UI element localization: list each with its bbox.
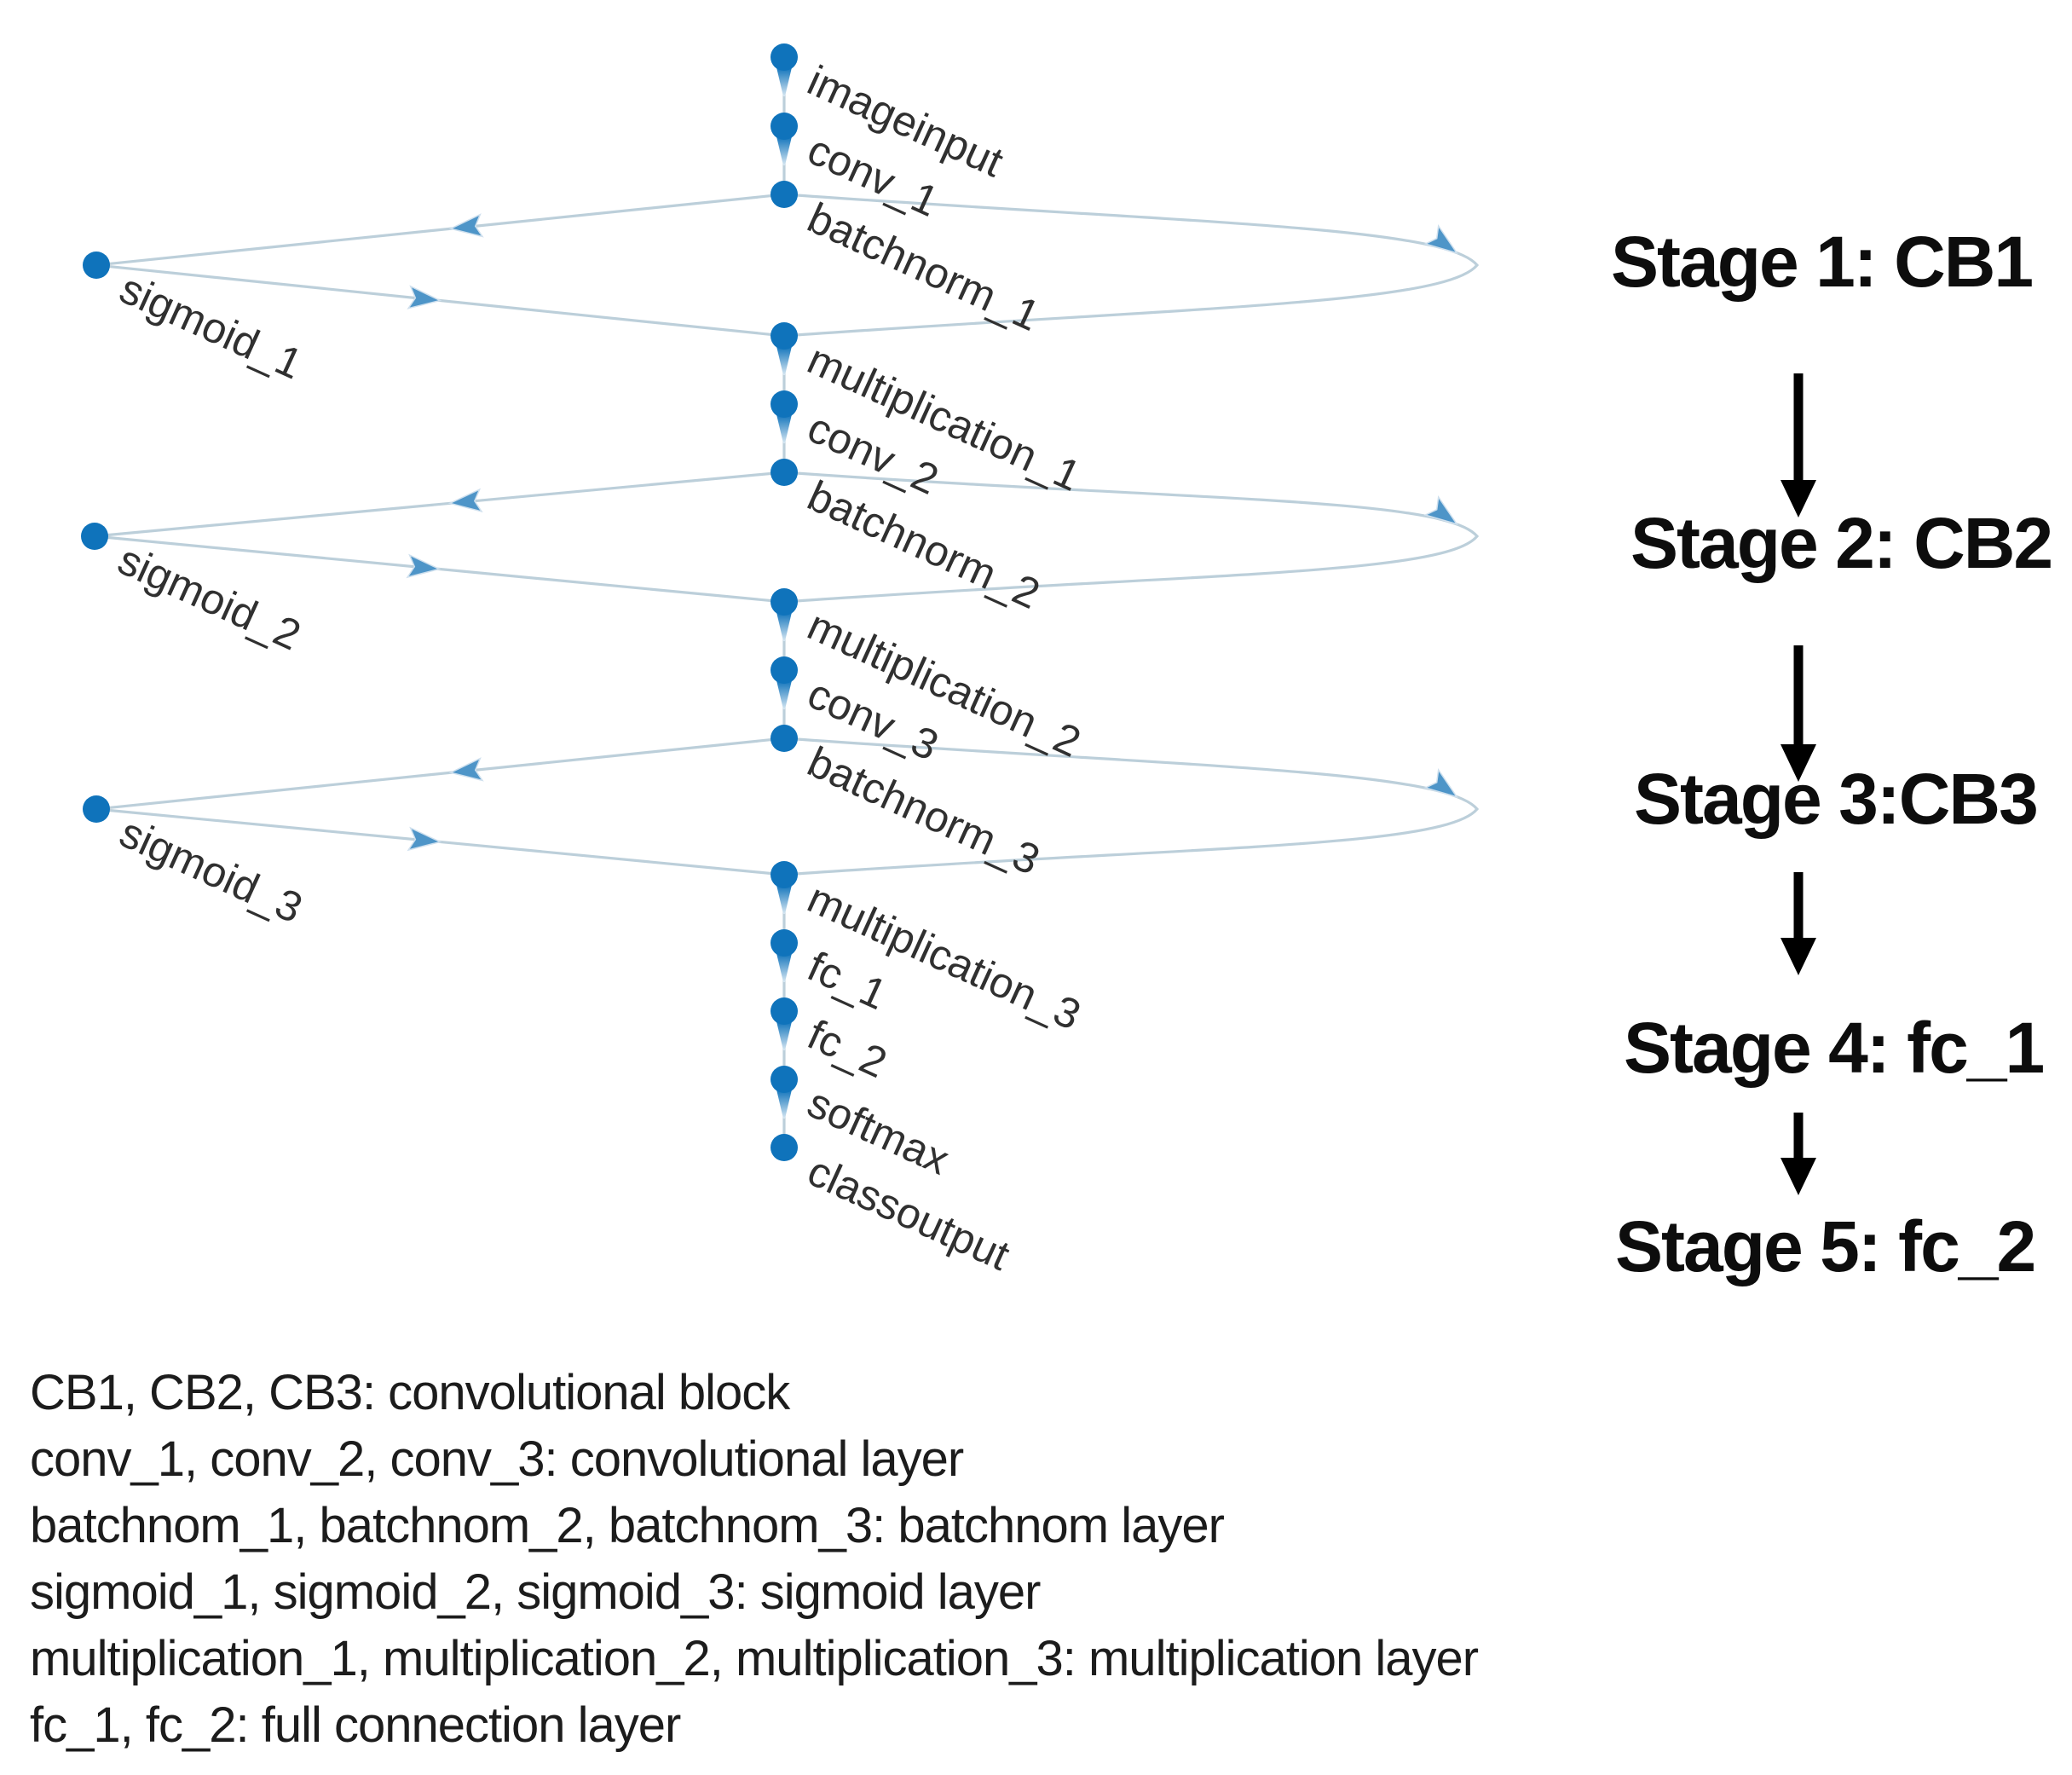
- layer-node-batchnorm_3: [771, 725, 798, 752]
- loop-edge-batchnorm_1-to-multiplication_1: [783, 193, 1480, 338]
- edge-teardrop-fc_1: [776, 953, 792, 982]
- edge-arrowheads: [406, 213, 1458, 852]
- layer-node-multiplication_1: [771, 322, 798, 350]
- arrowhead-loop-1: [1423, 224, 1458, 255]
- layer-node-batchnorm_2: [771, 459, 798, 486]
- arrowhead-to-multiplication_1: [407, 285, 442, 309]
- node-labels: imageinputconv_1batchnorm_1sigmoid_1mult…: [111, 56, 1088, 1280]
- arrowhead-loop-3: [1423, 768, 1458, 799]
- loop-edge-batchnorm_2-to-multiplication_2: [783, 471, 1480, 604]
- layer-node-sigmoid_2: [81, 523, 108, 550]
- layer-node-conv_2: [771, 390, 798, 418]
- edge-teardrop-conv_1: [776, 136, 792, 165]
- stage-arrow-head-1: [1781, 480, 1816, 517]
- layer-node-batchnorm_1: [771, 181, 798, 208]
- legend-line-convolutional-block: CB1, CB2, CB3: convolutional block: [30, 1365, 790, 1420]
- layer-node-conv_1: [771, 113, 798, 140]
- stage-arrow-head-4: [1781, 1158, 1816, 1195]
- edge-batchnorm_1-to-sigmoid_1: [95, 193, 785, 267]
- arrowhead-to-sigmoid_3: [448, 757, 484, 782]
- arrowhead-loop-2: [1423, 495, 1458, 526]
- layer-node-fc_2: [771, 997, 798, 1025]
- edge-teardrop-multiplication_1: [776, 346, 792, 375]
- stage-arrows: [1781, 373, 1816, 1195]
- arrowhead-to-sigmoid_1: [448, 213, 484, 238]
- nodes-layer: [81, 43, 798, 1161]
- edge-batchnorm_2-to-sigmoid_2: [94, 471, 785, 538]
- layer-node-fc_1: [771, 929, 798, 957]
- layer-node-sigmoid_1: [83, 252, 110, 279]
- layer-node-conv_3: [771, 656, 798, 684]
- stage-label-5: Stage 5: fc_2: [1615, 1205, 2036, 1286]
- stage-label-3: Stage 3:CB3: [1634, 758, 2039, 839]
- layer-node-multiplication_2: [771, 588, 798, 616]
- layer-node-softmax: [771, 1066, 798, 1093]
- legend-line-full-connection-layer: fc_1, fc_2: full connection layer: [30, 1697, 681, 1753]
- edge-teardrop-fc_2: [776, 1021, 792, 1050]
- edge-teardrop-multiplication_3: [776, 885, 792, 914]
- layer-label-fc_1: fc_1: [800, 942, 893, 1019]
- legend-line-sigmoid-layer: sigmoid_1, sigmoid_2, sigmoid_3: sigmoid…: [30, 1564, 1041, 1620]
- edge-teardrop-multiplication_2: [776, 612, 792, 641]
- edge-batchnorm_3-to-sigmoid_3: [95, 737, 785, 811]
- arrowhead-to-multiplication_3: [407, 826, 442, 852]
- loop-edge-batchnorm_3-to-multiplication_3: [783, 737, 1480, 876]
- layer-label-fc_2: fc_2: [800, 1010, 893, 1087]
- legend-line-convolutional-layer: conv_1, conv_2, conv_3: convolutional la…: [30, 1431, 964, 1487]
- legend-line-multiplication-layer: multiplication_1, multiplication_2, mult…: [30, 1631, 1479, 1686]
- stage-label-2: Stage 2: CB2: [1630, 502, 2053, 583]
- edge-teardrop-conv_2: [776, 414, 792, 443]
- edge-teardrop-conv_3: [776, 680, 792, 709]
- edge-teardrop-imageinput: [776, 67, 792, 96]
- layer-node-classoutput: [771, 1134, 798, 1161]
- arrowhead-to-sigmoid_2: [447, 488, 483, 513]
- stage-label-4: Stage 4: fc_1: [1624, 1007, 2045, 1088]
- layer-node-imageinput: [771, 43, 798, 71]
- legend-line-batchnom-layer: batchnom_1, batchnom_2, batchnom_3: batc…: [30, 1498, 1225, 1553]
- layer-node-multiplication_3: [771, 861, 798, 888]
- arrowhead-to-multiplication_2: [406, 553, 442, 579]
- edge-teardrop-softmax: [776, 1090, 792, 1119]
- layer-node-sigmoid_3: [83, 795, 110, 823]
- stage-arrow-head-2: [1781, 744, 1816, 782]
- stage-arrow-head-3: [1781, 938, 1816, 975]
- stage-label-1: Stage 1: CB1: [1611, 221, 2034, 302]
